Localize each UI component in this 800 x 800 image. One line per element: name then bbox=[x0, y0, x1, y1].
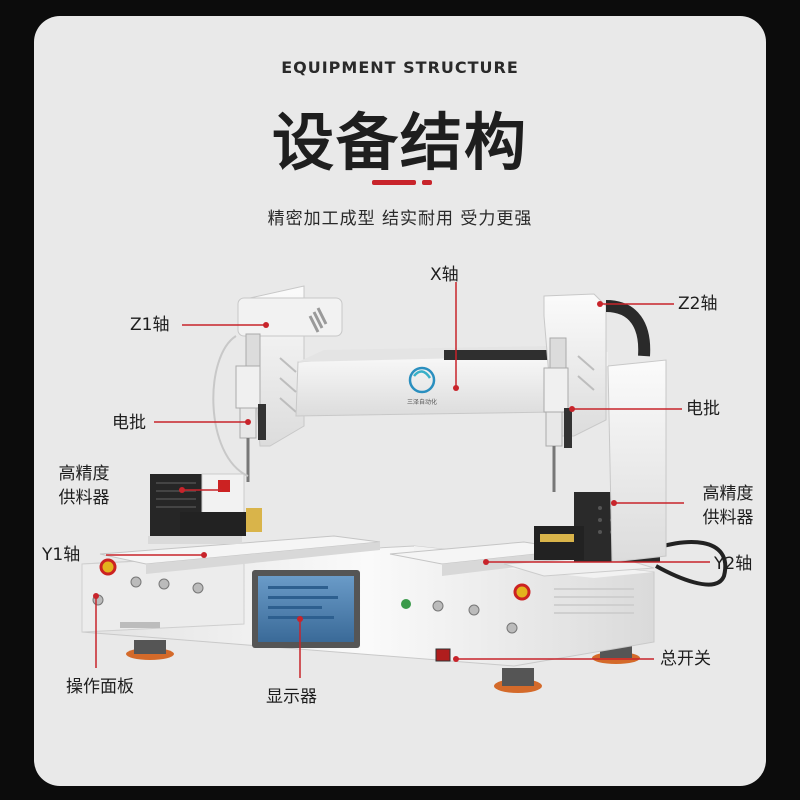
title-divider-short bbox=[422, 180, 432, 185]
callout-z2-axis: Z2轴 bbox=[678, 294, 718, 314]
main-power-switch bbox=[435, 648, 451, 662]
brand-logo-text: 三泽自动化 bbox=[407, 398, 437, 406]
title-divider-long bbox=[372, 180, 416, 185]
callout-dots bbox=[93, 301, 617, 662]
machine-illustration: 三泽自动化 bbox=[81, 282, 728, 693]
callout-main-switch: 总开关 bbox=[660, 649, 711, 669]
callout-z1-axis: Z1轴 bbox=[130, 315, 170, 335]
callout-leader-lines bbox=[95, 282, 710, 678]
display-screen bbox=[252, 570, 360, 648]
callout-y2-axis: Y2轴 bbox=[714, 554, 753, 574]
callout-screwdriver-left: 电批 bbox=[112, 413, 146, 433]
left-feeder bbox=[150, 473, 262, 536]
callout-display: 显示器 bbox=[266, 687, 317, 707]
base-right-buttons bbox=[401, 583, 531, 634]
feature-slogan: 精密加工成型 结实耐用 受力更强 bbox=[267, 209, 533, 229]
section-subtitle-en: EQUIPMENT STRUCTURE bbox=[281, 58, 519, 77]
product-card: EQUIPMENT STRUCTURE 设备结构 精密加工成型 结实耐用 受力更… bbox=[34, 16, 766, 786]
section-title: 设备结构 bbox=[271, 106, 528, 179]
callout-feeder-left: 高精度 供料器 bbox=[58, 464, 110, 508]
callout-x-axis: X轴 bbox=[430, 265, 459, 285]
x-axis-beam: 三泽自动化 bbox=[295, 346, 555, 417]
y1-worktable bbox=[99, 535, 381, 574]
foot-pads bbox=[126, 640, 640, 693]
callout-feeder-right: 高精度 供料器 bbox=[702, 484, 754, 528]
right-screwdriver bbox=[543, 337, 572, 492]
callout-y1-axis: Y1轴 bbox=[42, 545, 81, 565]
callout-control-panel: 操作面板 bbox=[66, 677, 134, 697]
left-screwdriver bbox=[212, 333, 266, 482]
callout-screwdriver-right: 电批 bbox=[686, 399, 720, 419]
